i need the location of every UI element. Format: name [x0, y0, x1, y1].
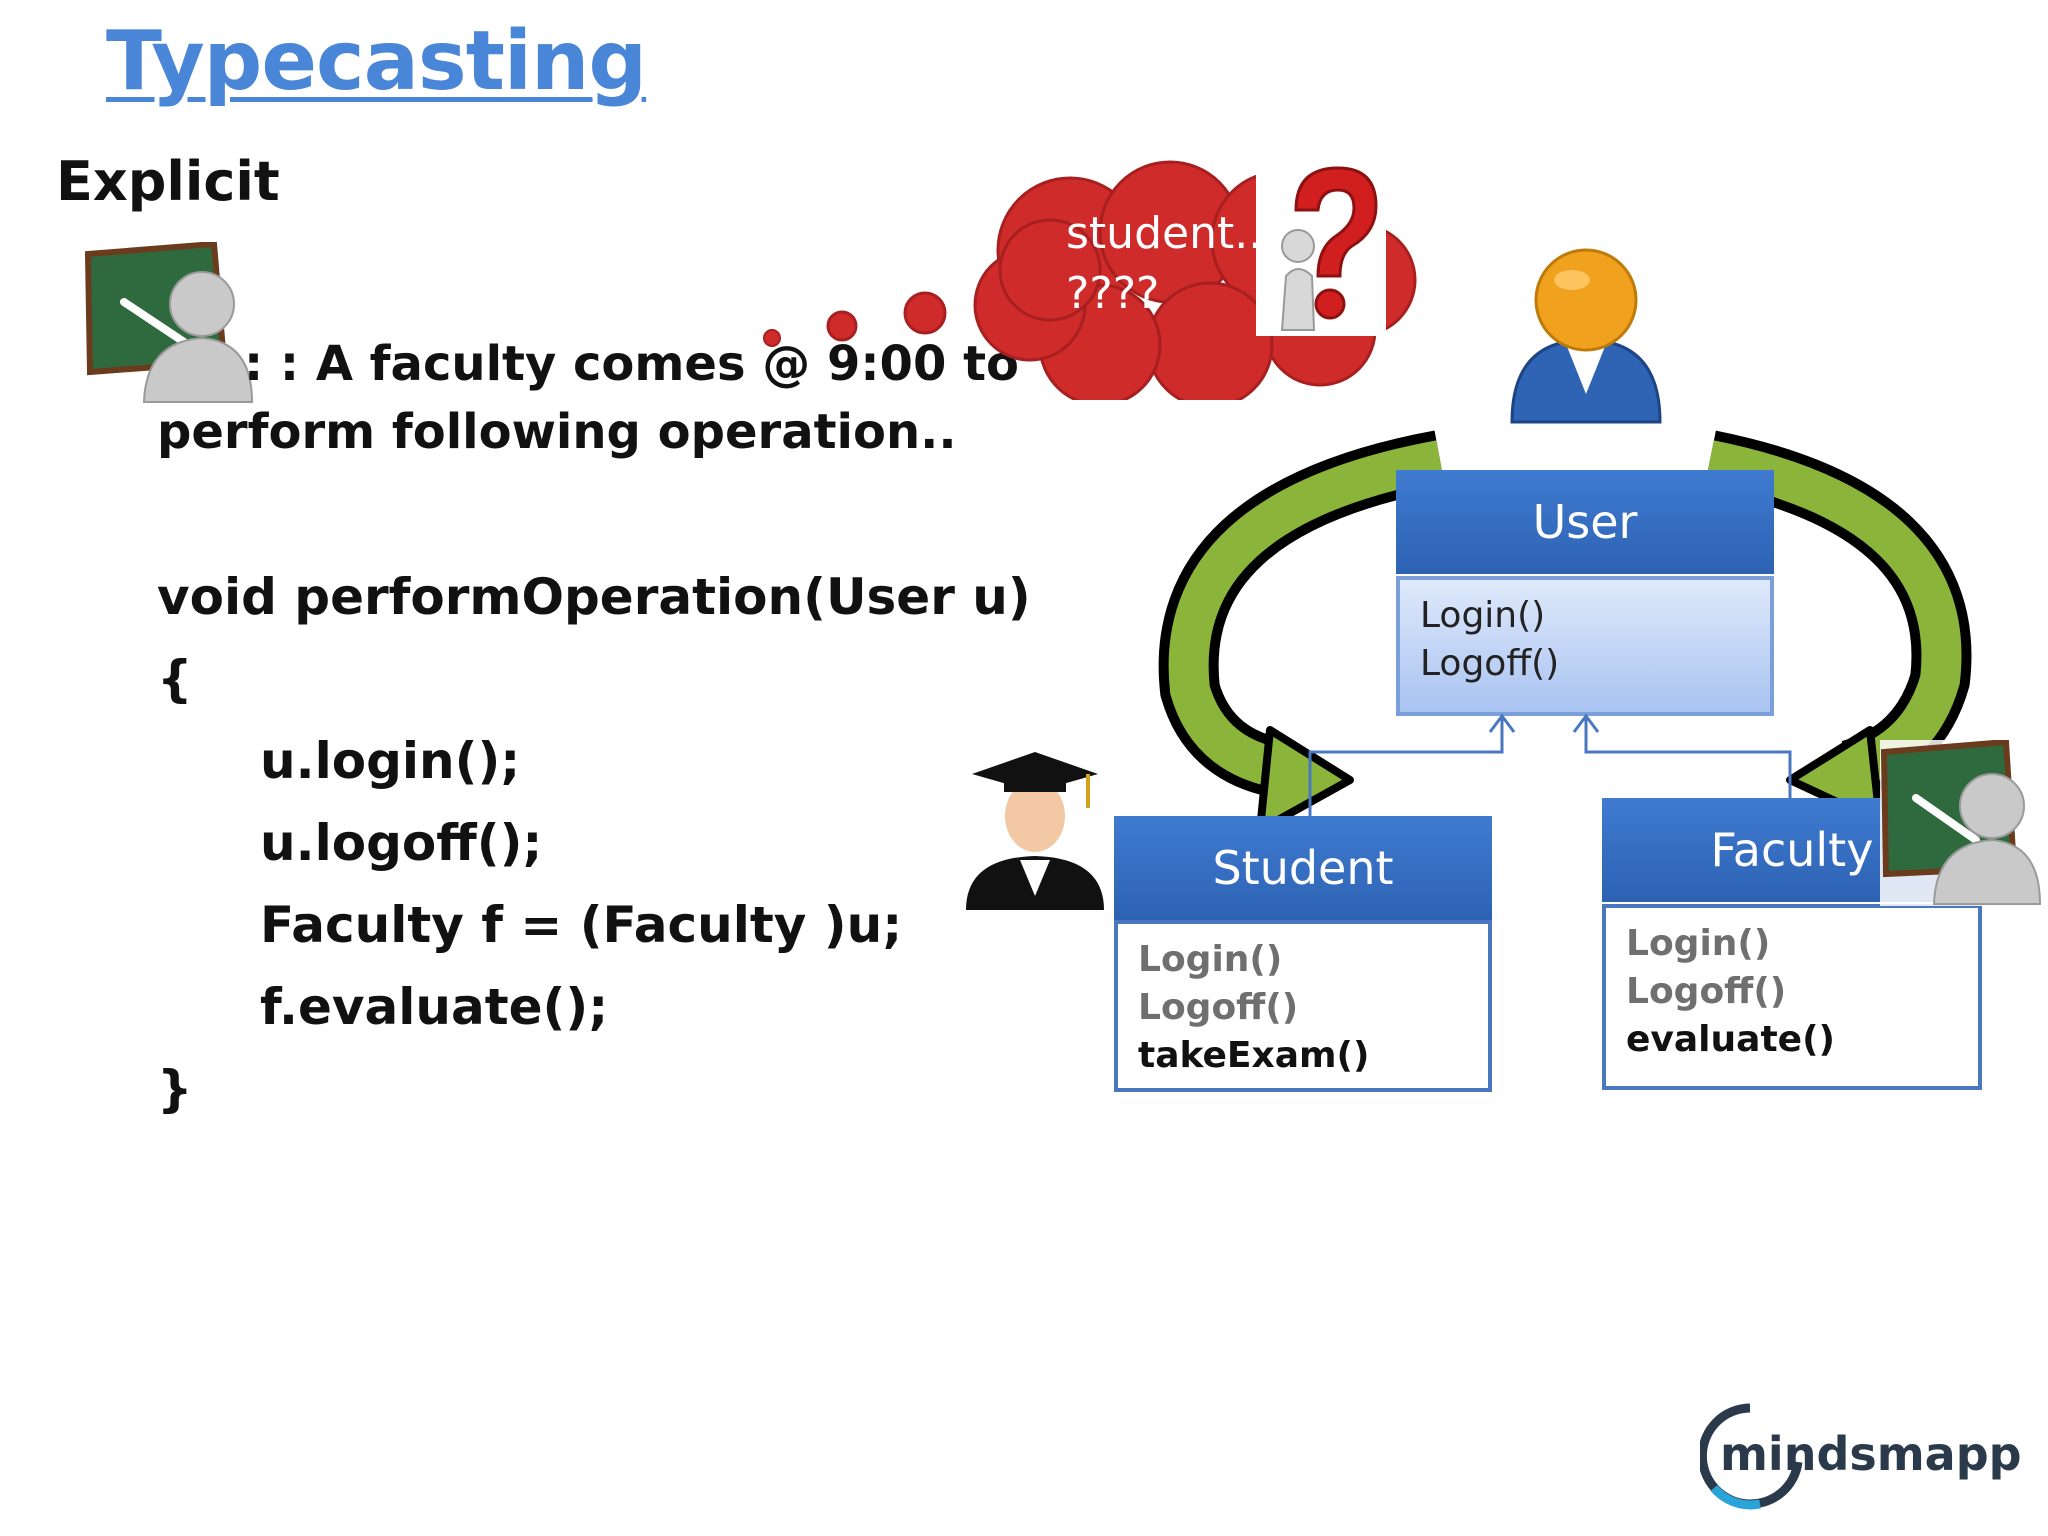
code-line-2: {: [157, 650, 193, 708]
logo-text: mindsmapped: [1720, 1427, 2020, 1481]
teacher-icon: [1880, 740, 2042, 906]
slide-title: Typecasting: [106, 14, 647, 109]
student-method: Logoff(): [1138, 987, 1299, 1028]
code-line-4: u.logoff();: [260, 814, 543, 872]
student-method: Login(): [1138, 939, 1283, 980]
faculty-method: Login(): [1626, 923, 1771, 964]
slide-subtitle: Explicit: [56, 150, 280, 213]
user-class-methods: Login() Logoff(): [1396, 576, 1774, 716]
user-avatar-icon: [1510, 248, 1662, 424]
code-line-7: }: [157, 1060, 193, 1118]
code-line-6: f.evaluate();: [260, 978, 609, 1036]
thought-line-2: ????: [1066, 268, 1160, 319]
intro-line-2: perform following operation..: [157, 404, 957, 460]
user-class-header: User: [1396, 470, 1774, 574]
user-class-name: User: [1532, 495, 1638, 549]
faculty-class-methods: Login() Logoff() evaluate(): [1602, 904, 1982, 1090]
code-line-1: void performOperation(User u): [157, 568, 1031, 626]
student-class-methods: Login() Logoff() takeExam(): [1114, 920, 1492, 1092]
student-method: takeExam(): [1138, 1035, 1370, 1076]
user-method: Login(): [1420, 595, 1546, 636]
faculty-class-name: Faculty: [1710, 823, 1874, 877]
teacher-icon: [84, 242, 254, 403]
user-method: Logoff(): [1420, 643, 1560, 684]
intro-line-1: : : A faculty comes @ 9:00 to: [244, 336, 1019, 392]
faculty-method: evaluate(): [1626, 1019, 1835, 1060]
mindsmapped-logo: mindsmapped: [1700, 1403, 2020, 1510]
student-class-name: Student: [1212, 841, 1394, 895]
thought-line-1: student..: [1066, 208, 1263, 259]
code-line-3: u.login();: [260, 732, 521, 790]
inheritance-connector-lines: [1308, 713, 1792, 820]
student-class-header: Student: [1114, 816, 1492, 920]
faculty-method: Logoff(): [1626, 971, 1787, 1012]
question-figure-icon: [1256, 150, 1386, 336]
code-line-5: Faculty f = (Faculty )u;: [260, 896, 903, 954]
graduate-icon: [966, 752, 1104, 910]
